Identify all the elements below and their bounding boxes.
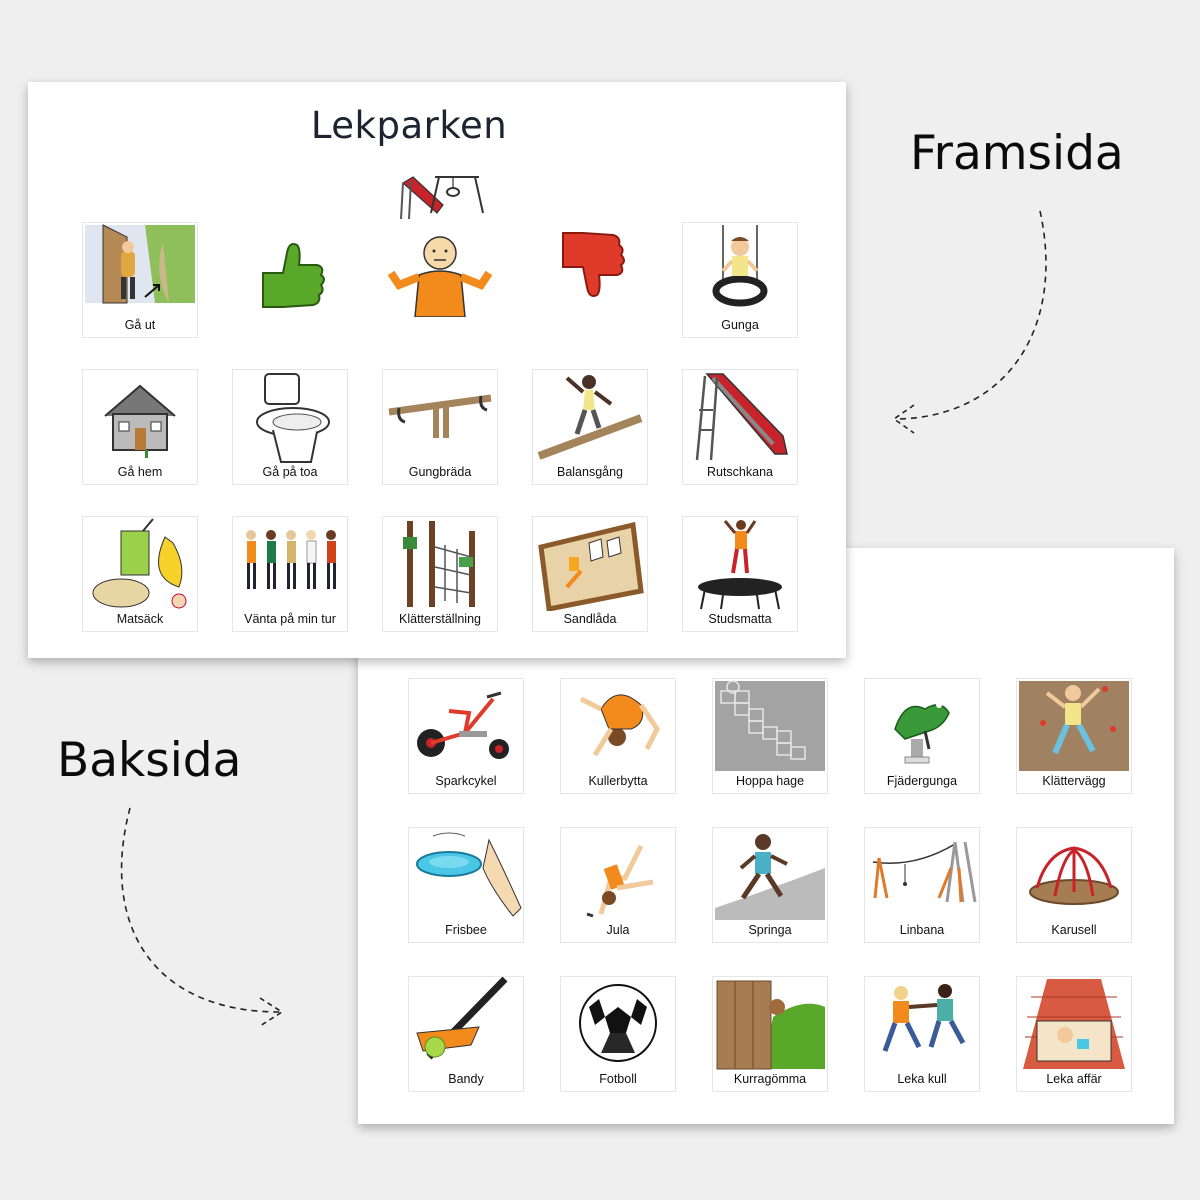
tag-game-icon (882, 984, 966, 1052)
card-hide-and-seek: Kurragömma (712, 976, 828, 1092)
go-out-icon (85, 224, 195, 304)
queue-icon (246, 530, 336, 589)
trampoline-icon (698, 520, 782, 610)
card-label: Vänta på min tur (244, 612, 336, 626)
card-slide: Rutschkana (682, 369, 798, 485)
card-label: Fjädergunga (886, 774, 958, 788)
card-label: Springa (748, 923, 792, 937)
card-label: Matsäck (116, 612, 164, 626)
card-hopscotch: Hoppa hage (712, 678, 828, 794)
somersault-icon (579, 694, 660, 757)
shrug-icon (387, 236, 493, 317)
card-climbing-wall: Klättervägg (1016, 678, 1132, 794)
card-somersault: Kullerbytta (560, 678, 676, 794)
card-climbing-frame: Klätterställning (382, 516, 498, 632)
card-balance-beam: Balansgång (532, 369, 648, 485)
spring-rider-icon (894, 702, 950, 764)
playground-logo-icon (400, 176, 484, 220)
card-running: Springa (712, 827, 828, 943)
front-side-label: Framsida (910, 126, 1124, 181)
card-floorball: Bandy (408, 976, 524, 1092)
card-label: Balansgång (556, 465, 624, 479)
tricycle-icon (417, 691, 509, 759)
card-label: Sparkcykel (435, 774, 497, 788)
card-play-shop: Leka affär (1016, 976, 1132, 1092)
card-carousel: Karusell (1016, 827, 1132, 943)
card-tricycle: Sparkcykel (408, 678, 524, 794)
frisbee-icon (416, 832, 522, 917)
card-seesaw: Gungbräda (382, 369, 498, 485)
card-label: Studsmatta (708, 612, 772, 626)
card-queue: Vänta på min tur (232, 516, 348, 632)
card-label: Frisbee (445, 923, 487, 937)
running-icon (715, 834, 825, 920)
climbing-wall-icon (1019, 681, 1129, 771)
card-label: Hoppa hage (735, 774, 805, 788)
house-icon (104, 384, 176, 458)
back-side-label: Baksida (57, 733, 242, 788)
thumbs-up-icon (262, 243, 325, 308)
balance-beam-icon (537, 375, 643, 460)
card-label: Linbana (899, 923, 945, 937)
card-label: Bandy (448, 1072, 484, 1086)
hide-and-seek-icon (715, 979, 825, 1070)
thumbs-down-icon (562, 232, 625, 297)
carousel-icon (1029, 846, 1119, 905)
hopscotch-icon (715, 680, 825, 771)
card-cartwheel: Jula (560, 827, 676, 943)
climbing-frame-icon (403, 521, 475, 607)
seesaw-icon (388, 394, 492, 438)
lunch-pack-icon (92, 518, 187, 609)
card-label: Gå på toa (262, 465, 318, 479)
card-label: Klättervägg (1042, 774, 1106, 788)
card-house: Gå hem (82, 369, 198, 485)
card-swing: Gunga (682, 222, 798, 338)
sandbox-icon (538, 521, 644, 611)
toilet-icon (256, 373, 330, 463)
page-title: Lekparken (310, 104, 508, 147)
card-thumbs-up (232, 222, 348, 338)
card-label: Gå hem (117, 465, 163, 479)
card-label: Gå ut (124, 318, 156, 332)
card-spring-rider: Fjädergunga (864, 678, 980, 794)
zipline-icon (872, 841, 977, 903)
card-label: Fotboll (599, 1072, 637, 1086)
card-tag-game: Leka kull (864, 976, 980, 1092)
card-sandbox: Sandlåda (532, 516, 648, 632)
card-label: Karusell (1051, 923, 1097, 937)
play-shop-icon (1023, 979, 1125, 1069)
card-label: Leka affär (1046, 1072, 1102, 1086)
swing-icon (712, 225, 768, 307)
card-label: Kurragömma (733, 1072, 807, 1086)
slide-icon (695, 373, 788, 461)
card-trampoline: Studsmatta (682, 516, 798, 632)
floorball-icon (416, 977, 508, 1060)
card-label: Jula (606, 923, 630, 937)
card-frisbee: Frisbee (408, 827, 524, 943)
card-label: Gunga (721, 318, 759, 332)
card-go-out: Gå ut (82, 222, 198, 338)
card-toilet: Gå på toa (232, 369, 348, 485)
card-label: Rutschkana (706, 465, 773, 479)
card-label: Kullerbytta (588, 774, 648, 788)
football-icon (579, 984, 657, 1062)
front-arrow-icon (892, 210, 1047, 434)
card-label: Leka kull (897, 1072, 947, 1086)
cartwheel-icon (586, 844, 654, 918)
back-arrow-icon (120, 807, 284, 1027)
card-football: Fotboll (560, 976, 676, 1092)
card-label: Sandlåda (563, 612, 617, 626)
card-label: Gungbräda (408, 465, 472, 479)
card-lunch-pack: Matsäck (82, 516, 198, 632)
card-shrug (382, 222, 498, 338)
card-label: Klätterställning (399, 612, 481, 626)
card-thumbs-down (532, 222, 648, 338)
card-zipline: Linbana (864, 827, 980, 943)
